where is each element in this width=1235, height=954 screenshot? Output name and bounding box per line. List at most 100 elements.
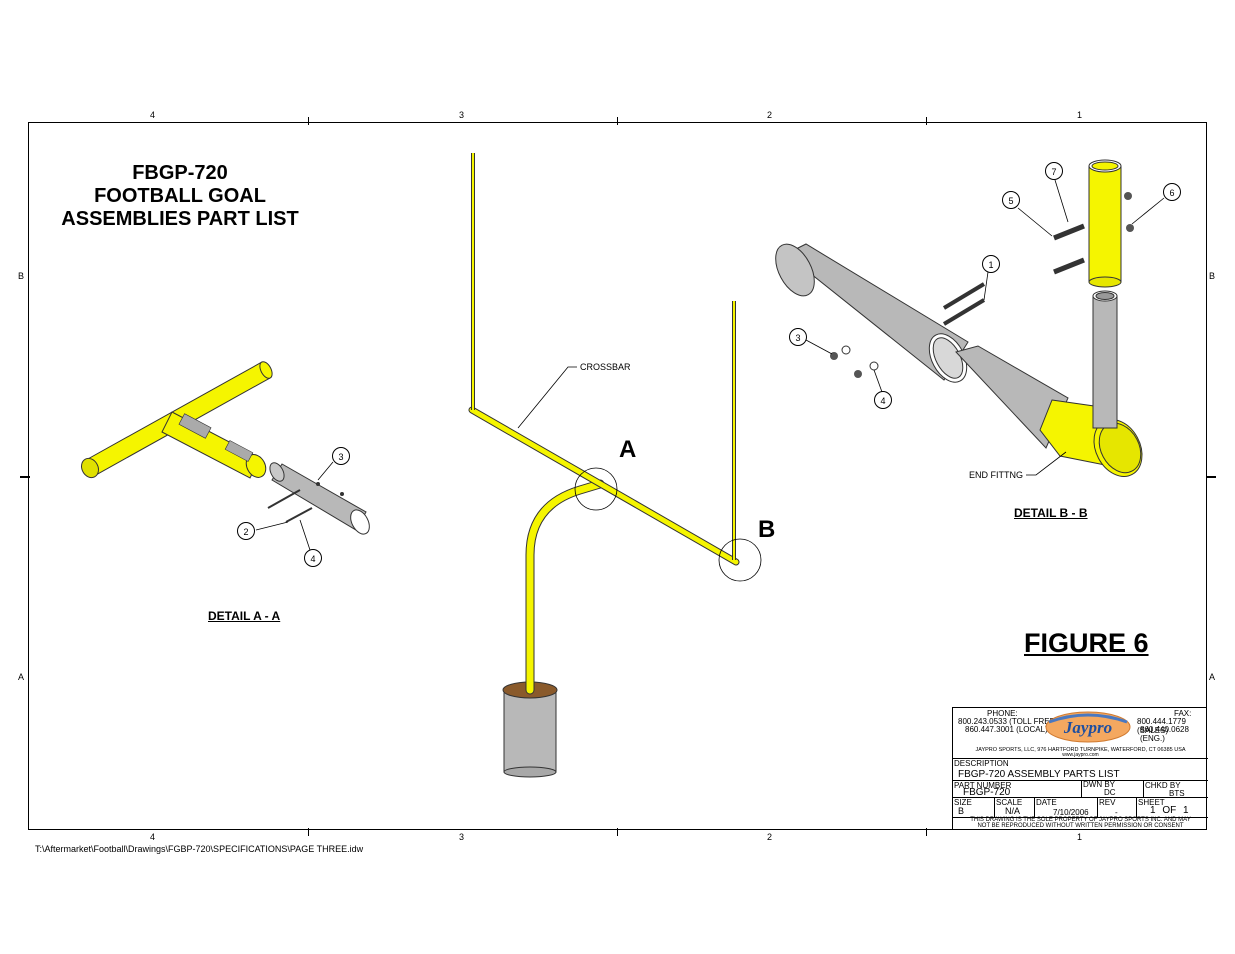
tb-rule	[994, 797, 995, 817]
detail-b-yellow-upright	[1088, 159, 1122, 288]
detail-a-tee	[81, 361, 273, 479]
sheet-label: SHEET	[1138, 798, 1165, 807]
company-web: www.jaypro.com	[1062, 752, 1099, 758]
leader-b5	[1017, 207, 1053, 237]
zone-label-left: B	[18, 271, 25, 281]
title-line-1: FBGP-720	[132, 162, 228, 184]
leader-b1	[983, 271, 989, 301]
zone-tick	[926, 117, 927, 125]
zone-label-right: A	[1209, 672, 1216, 682]
logo-wordmark: Jaypro	[1063, 718, 1113, 737]
tb-rule	[1136, 797, 1137, 817]
crossbar-leader	[517, 366, 577, 429]
detail-b-hardware	[830, 192, 1134, 378]
crossbar	[468, 406, 740, 566]
balloon-b5: 5	[1002, 191, 1020, 209]
zone-tick	[20, 476, 30, 478]
detail-b-gray-tube-lower	[955, 345, 1069, 449]
detail-a-circle	[574, 467, 618, 511]
tb-rule	[1097, 797, 1098, 817]
tb-rule	[1081, 780, 1082, 797]
leader-a2	[255, 521, 289, 531]
date-value: 7/10/2006	[1053, 808, 1089, 817]
balloon-b1: 1	[982, 255, 1000, 273]
tb-rule	[953, 817, 1208, 818]
gooseneck-post	[525, 479, 605, 695]
size-label: SIZE	[954, 798, 972, 807]
rev-label: REV	[1099, 798, 1116, 807]
figure-caption: FIGURE 6	[1024, 628, 1149, 658]
zone-label-top: 2	[767, 110, 773, 120]
fax-label: FAX:	[1174, 709, 1192, 718]
detail-b-caption: DETAIL B - B	[1014, 506, 1088, 520]
zone-tick	[617, 117, 618, 125]
detail-b-gray-tube-upper	[775, 243, 969, 383]
detail-b-marker: B	[758, 516, 776, 543]
leader-a3	[317, 461, 334, 481]
detail-a-sleeve	[269, 462, 370, 535]
detail-a-bolts	[267, 482, 344, 523]
ownership-notice-1: THIS DRAWING IS THE SOLE PROPERTY OF JAY…	[970, 817, 1191, 823]
balloon-b6: 6	[1163, 183, 1181, 201]
part-number-label: PART NUMBER	[954, 781, 1012, 790]
scale-label: SCALE	[996, 798, 1023, 807]
leader-b7	[1054, 179, 1069, 223]
title-block: PHONE: 800.243.0533 (TOLL FREE) 860.447.…	[952, 707, 1208, 830]
zone-label-left: A	[18, 672, 25, 682]
zone-label-top: 4	[150, 110, 156, 120]
balloon-a3: 3	[332, 447, 350, 465]
leader-b4	[873, 369, 883, 393]
chkd-by-value: BTS	[1169, 789, 1185, 798]
zone-label-bottom: 4	[150, 832, 156, 842]
detail-a-caption: DETAIL A - A	[208, 609, 281, 623]
zone-tick	[617, 828, 618, 836]
leader-end-fitting	[1026, 451, 1067, 476]
date-label: DATE	[1036, 798, 1057, 807]
zone-label-top: 3	[459, 110, 465, 120]
phone-local: 860.447.3001 (LOCAL)	[965, 725, 1048, 734]
company-address: JAYPRO SPORTS, LLC, 976 HARTFORD TURNPIK…	[975, 747, 1186, 753]
fax-eng: 860.440.0628 (ENG.)	[1140, 725, 1189, 743]
zone-label-bottom: 1	[1077, 832, 1083, 842]
logo-icon	[1045, 711, 1131, 743]
leader-b3	[805, 339, 833, 355]
file-path: T:\Aftermarket\Football\Drawings\FGBP-72…	[35, 844, 364, 854]
tb-rule	[953, 758, 1208, 759]
sheet-value: 1 OF 1	[1150, 805, 1189, 816]
ownership-notice-2: NOT BE REPRODUCED WITHOUT WRITTEN PERMIS…	[977, 823, 1184, 829]
jaypro-logo: Jaypro	[1045, 710, 1131, 744]
zone-tick	[308, 117, 309, 125]
chkd-by-label: CHKD BY	[1145, 781, 1181, 790]
detail-a-marker: A	[619, 436, 637, 463]
drawing-title: FBGP-720 FOOTBALL GOAL ASSEMBLIES PART L…	[40, 162, 320, 231]
leader-a4	[299, 519, 311, 551]
tb-rule	[953, 780, 1208, 781]
detail-b-circle	[718, 538, 762, 582]
zone-label-top: 1	[1077, 110, 1083, 120]
description-value: FBGP-720 ASSEMBLY PARTS LIST	[958, 769, 1120, 780]
zone-tick	[1206, 476, 1216, 478]
title-line-3: ASSEMBLIES PART LIST	[61, 208, 299, 230]
balloon-b4: 4	[874, 391, 892, 409]
title-line-2: FOOTBALL GOAL	[94, 185, 266, 207]
zone-label-bottom: 2	[767, 832, 773, 842]
end-fitting-label: END FITTNG	[969, 470, 1023, 480]
tb-rule	[953, 797, 1208, 798]
zone-label-bottom: 3	[459, 832, 465, 842]
zone-label-right: B	[1209, 271, 1216, 281]
scale-value: N/A	[1005, 806, 1021, 816]
detail-b-vertical-gray	[1092, 290, 1118, 429]
fax-sales: 800.444.1779 (SALES)	[1137, 717, 1186, 735]
balloon-b7: 7	[1045, 162, 1063, 180]
phone-label: PHONE:	[987, 709, 1018, 718]
balloon-b3: 3	[789, 328, 807, 346]
tb-rule	[1143, 780, 1144, 797]
zone-tick	[926, 828, 927, 836]
dwn-by-label: DWN BY	[1083, 780, 1115, 789]
leader-b6	[1131, 197, 1165, 225]
size-value: B	[958, 806, 965, 816]
description-label: DESCRIPTION	[954, 759, 1009, 768]
part-number-value: FBGP-720	[963, 787, 1011, 798]
dwn-by-value: DC	[1104, 788, 1116, 797]
